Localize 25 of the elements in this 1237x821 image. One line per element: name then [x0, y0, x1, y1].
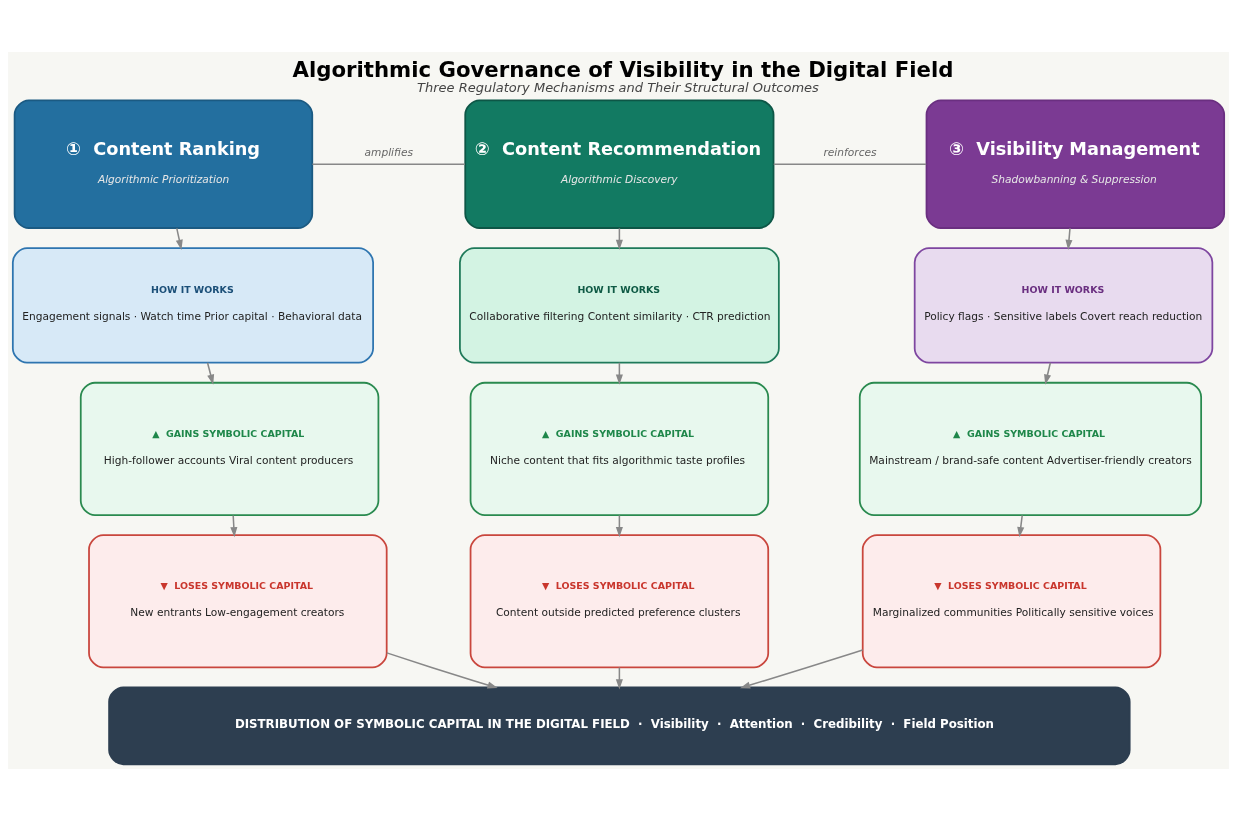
arrow [1044, 361, 1052, 385]
node-box: HOW IT WORKS Policy flags · Sensitive labels Covert reach reduction [913, 247, 1214, 364]
edge-label: amplifies [364, 146, 413, 160]
node-box: ▼ LOSES SYMBOLIC CAPITAL New entrants Low-engagement creators [88, 534, 388, 669]
arrow [1017, 514, 1025, 538]
diagram-title: Algorithmic Governance of Visibility in the Digital Field [292, 57, 954, 83]
arrow [206, 361, 215, 385]
arrow [175, 227, 183, 250]
arrow [1065, 227, 1073, 250]
node-box: ▲ GAINS SYMBOLIC CAPITAL High-follower accounts Viral content producers [79, 381, 380, 516]
edge-label: reinforces [823, 146, 877, 160]
node-box: ② Content Recommendation Algorithmic Discovery [464, 99, 775, 229]
node-box: ▼ LOSES SYMBOLIC CAPITAL Marginalized communities Politically sensitive voices [861, 534, 1162, 669]
node-box: DISTRIBUTION OF SYMBOLIC CAPITAL IN THE DIGITAL FIELD · Visibility · Attention · Credibility · Field Position [108, 686, 1131, 766]
arrow [386, 652, 498, 689]
node-box: ▲ GAINS SYMBOLIC CAPITAL Niche content that fits algorithmic taste profiles [469, 381, 770, 516]
node-box: ▼ LOSES SYMBOLIC CAPITAL Content outside predicted preference clusters [469, 534, 770, 669]
arrow [739, 649, 864, 689]
node-box: ▲ GAINS SYMBOLIC CAPITAL Mainstream / brand-safe content Advertiser-friendly creators [858, 381, 1203, 516]
node-box: ③ Visibility Management Shadowbanning & Suppression [925, 99, 1226, 229]
connector [311, 163, 466, 165]
node-box: HOW IT WORKS Collaborative filtering Content similarity · CTR prediction [459, 247, 780, 364]
node-box: HOW IT WORKS Engagement signals · Watch time Prior capital · Behavioral data [11, 247, 374, 364]
node-box: ① Content Ranking Algorithmic Prioritization [13, 99, 314, 229]
connector [773, 163, 927, 165]
